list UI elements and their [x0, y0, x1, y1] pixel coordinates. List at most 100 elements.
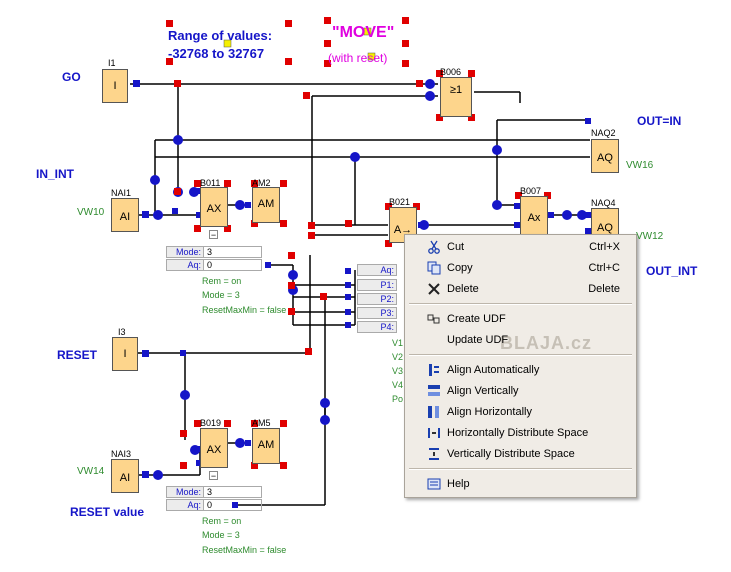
move-subtitle[interactable]: (with reset) — [328, 51, 388, 65]
menu-item-align-automatically-label: Align Automatically — [447, 364, 540, 376]
b011-aq-row[interactable]: Aq: 0 — [166, 259, 262, 271]
copy-icon — [427, 261, 441, 275]
menu-separator — [409, 468, 632, 470]
range-note-line2[interactable]: -32768 to 32767 — [168, 46, 265, 61]
b021-param-p1-key: P1: — [357, 279, 397, 291]
menu-item-copy[interactable]: Copy Ctrl+C — [405, 258, 636, 278]
menu-item-h-distribute-label: Horizontally Distribute Space — [447, 427, 589, 439]
menu-item-create-udf[interactable]: Create UDF — [405, 309, 636, 329]
b021-param-p3-key: P3: — [357, 307, 397, 319]
b019-note-resetmaxmin: ResetMaxMin = false — [202, 545, 287, 555]
label-vw12: VW12 — [636, 231, 664, 242]
header-naq2: NAQ2 — [591, 128, 616, 138]
menu-item-update-udf[interactable]: Update UDF — [405, 330, 636, 350]
menu-item-copy-shortcut: Ctrl+C — [588, 262, 620, 274]
b011-note-rem: Rem = on — [202, 276, 242, 286]
menu-item-create-udf-label: Create UDF — [447, 313, 506, 325]
block-am2-symbol: AM — [257, 198, 275, 210]
align-vertical-icon — [428, 385, 440, 396]
label-vw16: VW16 — [626, 160, 654, 171]
menu-item-help-label: Help — [447, 478, 470, 490]
create-udf-icon — [427, 314, 440, 324]
b011-mode-key: Mode: — [166, 246, 204, 258]
block-b006-symbol: ≥1 — [449, 84, 463, 96]
block-b006[interactable]: ≥1 — [440, 77, 472, 117]
block-b019-symbol: AX — [206, 444, 222, 456]
label-in-int: IN_INT — [36, 167, 75, 181]
move-title[interactable]: "MOVE" — [332, 24, 395, 41]
header-b011: B011 — [200, 178, 221, 188]
context-menu: BLAJA.cz Cut Ctrl+X Copy Ctrl+C Delete D… — [404, 234, 637, 498]
block-am5-symbol: AM — [257, 439, 275, 451]
menu-item-v-distribute-label: Vertically Distribute Space — [447, 448, 575, 460]
label-out-int: OUT_INT — [646, 264, 698, 278]
menu-separator — [409, 303, 632, 305]
scissors-icon — [428, 240, 440, 254]
menu-item-align-vertically[interactable]: Align Vertically — [405, 381, 636, 401]
b019-note-rem: Rem = on — [202, 516, 242, 526]
block-nai3[interactable]: AI — [111, 459, 139, 493]
collapse-b019-button[interactable]: − — [209, 471, 218, 481]
help-icon — [427, 478, 441, 490]
menu-item-delete[interactable]: Delete Delete — [405, 279, 636, 299]
menu-item-align-automatically[interactable]: Align Automatically — [405, 360, 636, 380]
label-vw10: VW10 — [77, 207, 105, 218]
b019-aq-row[interactable]: Aq: 0 — [166, 499, 262, 511]
block-am5[interactable]: AM — [252, 428, 280, 464]
block-naq2[interactable]: AQ — [591, 139, 619, 173]
block-b021[interactable]: A→ — [389, 207, 417, 243]
header-am5: AM5 — [252, 418, 271, 428]
collapse-b011-button[interactable]: − — [209, 230, 218, 240]
b021-param-p2-key: P2: — [357, 293, 397, 305]
menu-item-cut[interactable]: Cut Ctrl+X — [405, 237, 636, 257]
menu-item-cut-shortcut: Ctrl+X — [589, 241, 620, 253]
b019-aq-value[interactable]: 0 — [204, 499, 262, 511]
b021-param-p4-key: P4: — [357, 321, 397, 333]
block-b021-symbol: A→ — [393, 224, 413, 236]
block-am2[interactable]: AM — [252, 187, 280, 223]
menu-separator — [409, 354, 632, 356]
b021-value-v1: V1 — [392, 338, 404, 348]
b011-note-resetmaxmin: ResetMaxMin = false — [202, 305, 287, 315]
header-naq4: NAQ4 — [591, 198, 616, 208]
b019-mode-key: Mode: — [166, 486, 204, 498]
header-b006: B006 — [440, 67, 462, 77]
menu-item-copy-label: Copy — [447, 262, 473, 274]
menu-item-v-distribute[interactable]: Vertically Distribute Space — [405, 444, 636, 464]
v-distribute-icon — [429, 448, 439, 460]
block-nai1[interactable]: AI — [111, 198, 139, 232]
b011-aq-key: Aq: — [166, 259, 204, 271]
label-out-eq-in: OUT=IN — [637, 114, 682, 128]
menu-item-h-distribute[interactable]: Horizontally Distribute Space — [405, 423, 636, 443]
block-i3[interactable]: I — [112, 337, 138, 371]
header-nai3: NAI3 — [111, 449, 132, 459]
block-b007-symbol: Ax — [527, 212, 541, 224]
menu-item-delete-shortcut: Delete — [588, 283, 620, 295]
menu-item-cut-label: Cut — [447, 241, 465, 253]
menu-item-help[interactable]: Help — [405, 474, 636, 494]
block-b019[interactable]: AX — [200, 428, 228, 468]
block-nai1-symbol: AI — [119, 211, 131, 223]
menu-item-update-udf-label: Update UDF — [447, 334, 509, 346]
b021-value-v4: V4 — [392, 380, 404, 390]
b011-aq-value[interactable]: 0 — [204, 259, 262, 271]
b011-mode-row[interactable]: Mode: 3 — [166, 246, 262, 258]
menu-item-align-horizontally[interactable]: Align Horizontally — [405, 402, 636, 422]
block-b011[interactable]: AX — [200, 187, 228, 227]
watermark: BLAJA.cz — [500, 333, 593, 353]
block-b007[interactable]: Ax — [520, 196, 548, 236]
b021-param-aq-key: Aq: — [357, 264, 397, 276]
label-go: GO — [62, 70, 81, 84]
b019-mode-value[interactable]: 3 — [204, 486, 262, 498]
block-b011-symbol: AX — [206, 203, 222, 215]
header-i1: I1 — [108, 58, 116, 68]
label-reset: RESET — [57, 348, 98, 362]
b019-mode-row[interactable]: Mode: 3 — [166, 486, 262, 498]
menu-item-delete-label: Delete — [447, 283, 479, 295]
range-note-line1[interactable]: Range of values: — [168, 28, 273, 43]
header-b021: B021 — [389, 197, 411, 207]
block-i1[interactable]: I — [102, 69, 128, 103]
header-nai1: NAI1 — [111, 188, 132, 198]
b011-mode-value[interactable]: 3 — [204, 246, 262, 258]
